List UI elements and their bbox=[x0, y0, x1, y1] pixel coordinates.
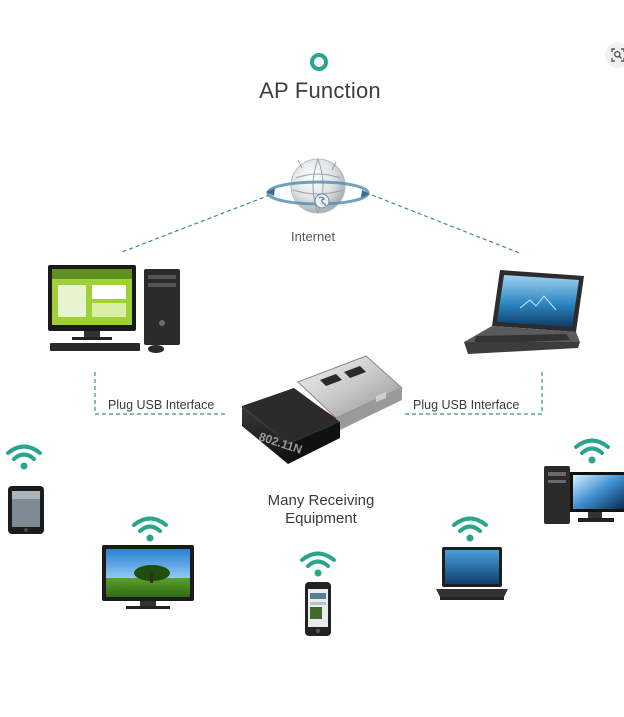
desktop-computer-icon bbox=[44, 263, 190, 355]
page-title: AP Function bbox=[259, 78, 381, 103]
center-label-line2: Equipment bbox=[285, 510, 357, 527]
wifi-icon bbox=[130, 514, 170, 544]
usb-wifi-dongle-icon: 802.11N bbox=[236, 352, 404, 468]
image-search-icon bbox=[611, 48, 624, 62]
image-search-button[interactable] bbox=[605, 42, 624, 68]
center-label-line1: Many Receiving bbox=[267, 492, 375, 509]
laptop-icon bbox=[462, 268, 586, 366]
smartphone-icon bbox=[303, 581, 333, 637]
plug-usb-label-right: Plug USB Interface bbox=[413, 398, 520, 412]
wifi-icon bbox=[4, 442, 44, 472]
wifi-icon bbox=[450, 514, 490, 544]
internet-globe-icon bbox=[262, 148, 374, 228]
tv-icon bbox=[100, 543, 196, 613]
internet-label: Internet bbox=[291, 229, 336, 244]
tablet-icon bbox=[6, 484, 46, 536]
plug-usb-label-left: Plug USB Interface bbox=[108, 398, 215, 412]
title-dot-icon bbox=[309, 52, 329, 72]
small-laptop-icon bbox=[432, 545, 512, 603]
wifi-icon bbox=[298, 549, 338, 579]
desktop-tower-monitor-icon bbox=[540, 462, 624, 528]
wifi-icon bbox=[572, 436, 612, 466]
many-receiving-equipment-label: Many Receiving Equipment bbox=[248, 492, 394, 528]
